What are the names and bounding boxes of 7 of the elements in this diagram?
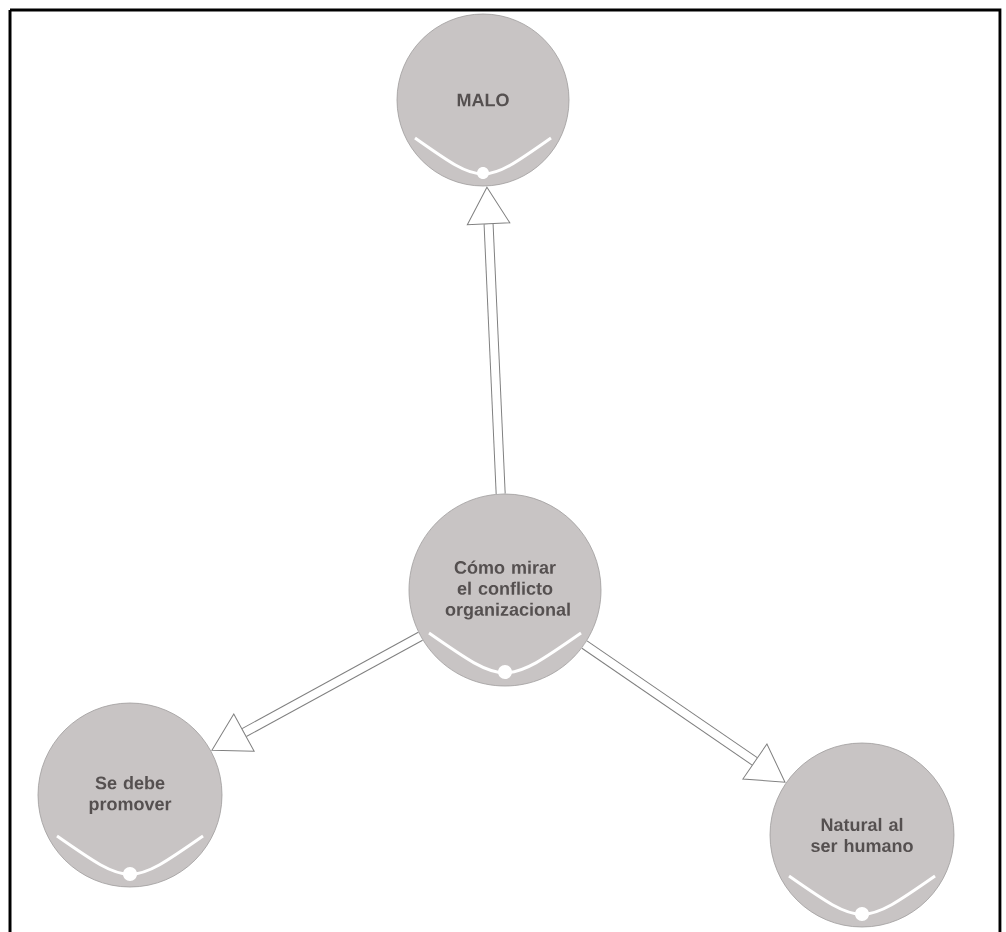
block-arrow — [211, 631, 423, 752]
block-arrow — [466, 186, 511, 494]
sphere: Se debe promover — [37, 702, 223, 888]
sphere: MALO — [396, 13, 570, 187]
block-arrow — [581, 640, 786, 783]
sphere: Cómo mirar el conflicto organizacional — [408, 493, 602, 687]
sphere: Natural al ser humano — [769, 742, 955, 928]
